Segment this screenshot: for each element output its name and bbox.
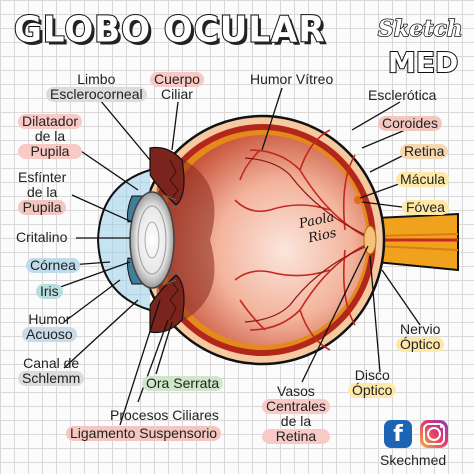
label-coroides: Coroides [378, 116, 443, 131]
facebook-icon[interactable]: f [384, 420, 412, 448]
label-ora-serrata: Ora Serrata [142, 376, 224, 391]
label-dilatador: Dilatador de la Pupila [18, 114, 83, 159]
label-humor-vitreo: Humor Vítreo [250, 71, 334, 87]
label-humor-acuoso: Humor Acuoso [22, 312, 77, 342]
label-procesos-ciliares: Procesos Ciliares [110, 407, 219, 423]
label-macula: Mácula [396, 172, 450, 187]
label-esfinter: Esfínter de la Pupila [18, 169, 67, 215]
social-handle: Skechmed [380, 452, 447, 468]
label-disco-optico: Disco Óptico [348, 368, 397, 398]
label-cuerpo-ciliar: Cuerpo Ciliar [150, 72, 204, 102]
brand-logo: Sketch MED [374, 10, 463, 82]
social-links: f Skechmed [380, 418, 460, 470]
label-nervio-optico: Nervio Óptico [396, 322, 445, 352]
label-cornea: Córnea [26, 258, 80, 273]
label-fovea: Fóvea [402, 200, 449, 215]
brand-line2: MED [387, 45, 459, 80]
label-ligamento: Ligamento Suspensorio [66, 426, 222, 441]
label-iris: Iris [36, 284, 63, 299]
label-retina: Retina [400, 144, 449, 159]
label-canal-schlemm: Canal de Schlemm [18, 356, 85, 386]
optic-nerve [375, 212, 459, 272]
ciliary-body [149, 146, 185, 206]
label-cristalino: Critalino [16, 229, 68, 245]
label-limbo: Limbo Esclerocorneal [46, 72, 147, 102]
label-esclerotica: Esclerótica [368, 87, 437, 103]
svg-text:Rios: Rios [306, 226, 338, 247]
svg-text:Paola: Paola [297, 210, 336, 232]
page-title: GLOBO OCULAR [13, 8, 326, 52]
instagram-icon[interactable] [420, 420, 448, 448]
brand-line1: Sketch [377, 15, 463, 43]
vitreous-body [161, 135, 367, 345]
label-vasos: Vasos Centrales de la Retina [262, 384, 330, 444]
lens [129, 191, 175, 289]
signature: Paola Rios [297, 210, 338, 247]
